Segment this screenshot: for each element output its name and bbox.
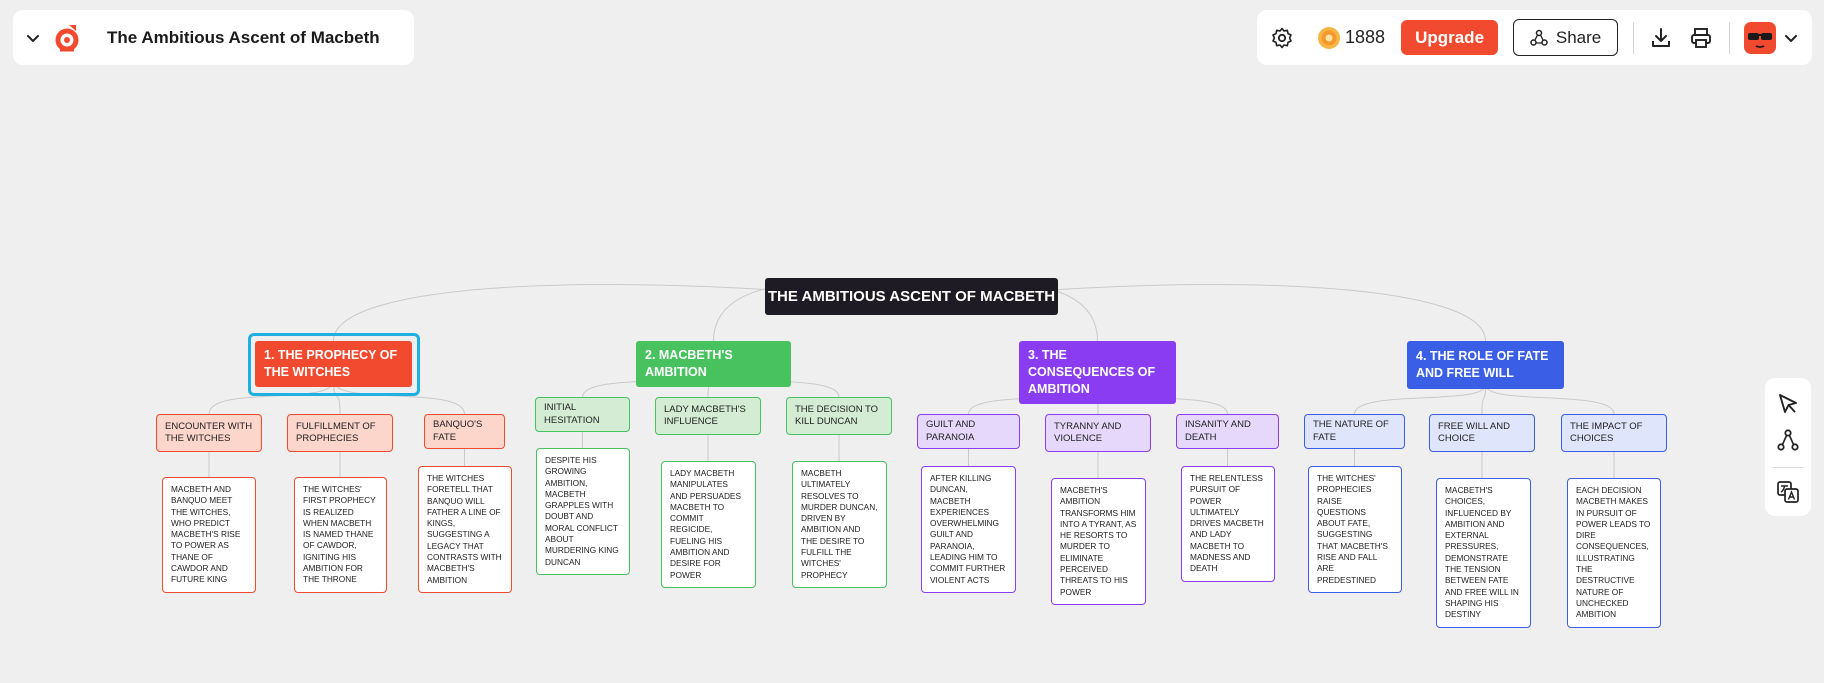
leaf-node[interactable]: MACBETH AND BANQUO MEET THE WITCHES, WHO… [162,477,256,593]
coin-icon [1317,26,1341,50]
subtopic-node[interactable]: THE DECISION TO KILL DUNCAN [786,397,892,435]
topic-node[interactable]: 2. MACBETH'S AMBITION [636,341,791,387]
leaf-node[interactable]: MACBETH'S AMBITION TRANSFORMS HIM INTO A… [1051,478,1146,605]
avatar[interactable] [1744,21,1777,54]
leaf-node[interactable]: THE WITCHES' FIRST PROPHECY IS REALIZED … [294,477,387,593]
chevron-down-icon[interactable] [26,31,40,45]
root-branch-connector [333,284,852,342]
topic-sub-connector [1481,384,1486,415]
leaf-node[interactable]: DESPITE HIS GROWING AMBITION, MACBETH GR… [536,448,630,575]
subtopic-node[interactable]: INSANITY AND DEATH [1176,414,1279,449]
subtopic-node[interactable]: ENCOUNTER WITH THE WITCHES [156,414,262,452]
leaf-node[interactable]: THE WITCHES FORETELL THAT BANQUO WILL FA… [418,466,512,593]
topic-node[interactable]: 4. THE ROLE OF FATE AND FREE WILL [1407,341,1564,389]
printer-icon[interactable] [1688,25,1714,51]
connector-icon[interactable] [1776,428,1800,452]
topic-node[interactable]: 1. THE PROPHECY OF THE WITCHES [255,341,412,387]
selection-outline [248,333,420,396]
topic-sub-connector [1485,384,1615,415]
subtopic-node[interactable]: LADY MACBETH'S INFLUENCE [655,397,761,435]
subtopic-node[interactable]: THE NATURE OF FATE [1304,414,1405,449]
document-title-card: The Ambitious Ascent of Macbeth [13,10,414,65]
leaf-node[interactable]: THE RELENTLESS PURSUIT OF POWER ULTIMATE… [1181,466,1275,582]
topic-sub-connector [208,380,334,415]
mindmap-root[interactable]: THE AMBITIOUS ASCENT OF MACBETH [765,278,1058,315]
leaf-node[interactable]: MACBETH'S CHOICES, INFLUENCED BY AMBITIO… [1436,478,1531,628]
share-label: Share [1555,27,1602,47]
subtopic-node[interactable]: THE IMPACT OF CHOICES [1561,414,1667,452]
cursor-icon[interactable] [1776,392,1800,416]
chevron-down-icon[interactable] [1784,31,1798,45]
translate-icon[interactable] [1776,480,1800,504]
toolbar-divider [1633,21,1635,54]
top-toolbar: 1888 Upgrade Share [1257,10,1812,65]
share-button[interactable]: Share [1513,19,1619,56]
root-branch-connector [970,284,1486,342]
subtopic-node[interactable]: GUILT AND PARANOIA [917,414,1020,449]
subtopic-node[interactable]: TYRANNY AND VIOLENCE [1045,414,1151,452]
subtopic-node[interactable]: FREE WILL AND CHOICE [1429,414,1535,452]
toolbar-divider [1729,21,1731,54]
credits-count: 1888 [1345,27,1386,47]
leaf-node[interactable]: MACBETH ULTIMATELY RESOLVES TO MURDER DU… [792,461,887,588]
palette-divider [1773,467,1803,468]
topic-sub-connector [1354,384,1486,415]
leaf-node[interactable]: THE WITCHES' PROPHECIES RAISE QUESTIONS … [1308,466,1402,593]
subtopic-node[interactable]: BANQUO'S FATE [424,414,505,449]
upgrade-button[interactable]: Upgrade [1401,20,1499,55]
gear-icon[interactable] [1269,25,1295,51]
share-icon [1530,29,1548,47]
app-logo-icon[interactable] [53,23,83,53]
download-icon[interactable] [1648,25,1674,51]
document-title[interactable]: The Ambitious Ascent of Macbeth [107,27,380,47]
topic-sub-connector [333,380,465,415]
tool-palette [1765,378,1811,516]
topic-node[interactable]: 3. THE CONSEQUENCES OF AMBITION [1019,341,1176,404]
subtopic-node[interactable]: FULFILLMENT OF PROPHECIES [287,414,393,452]
leaf-node[interactable]: EACH DECISION MACBETH MAKES IN PURSUIT O… [1567,478,1661,628]
leaf-node[interactable]: LADY MACBETH MANIPULATES AND PERSUADES M… [661,461,756,588]
subtopic-node[interactable]: INITIAL HESITATION [535,397,630,432]
leaf-node[interactable]: AFTER KILLING DUNCAN, MACBETH EXPERIENCE… [921,466,1016,593]
